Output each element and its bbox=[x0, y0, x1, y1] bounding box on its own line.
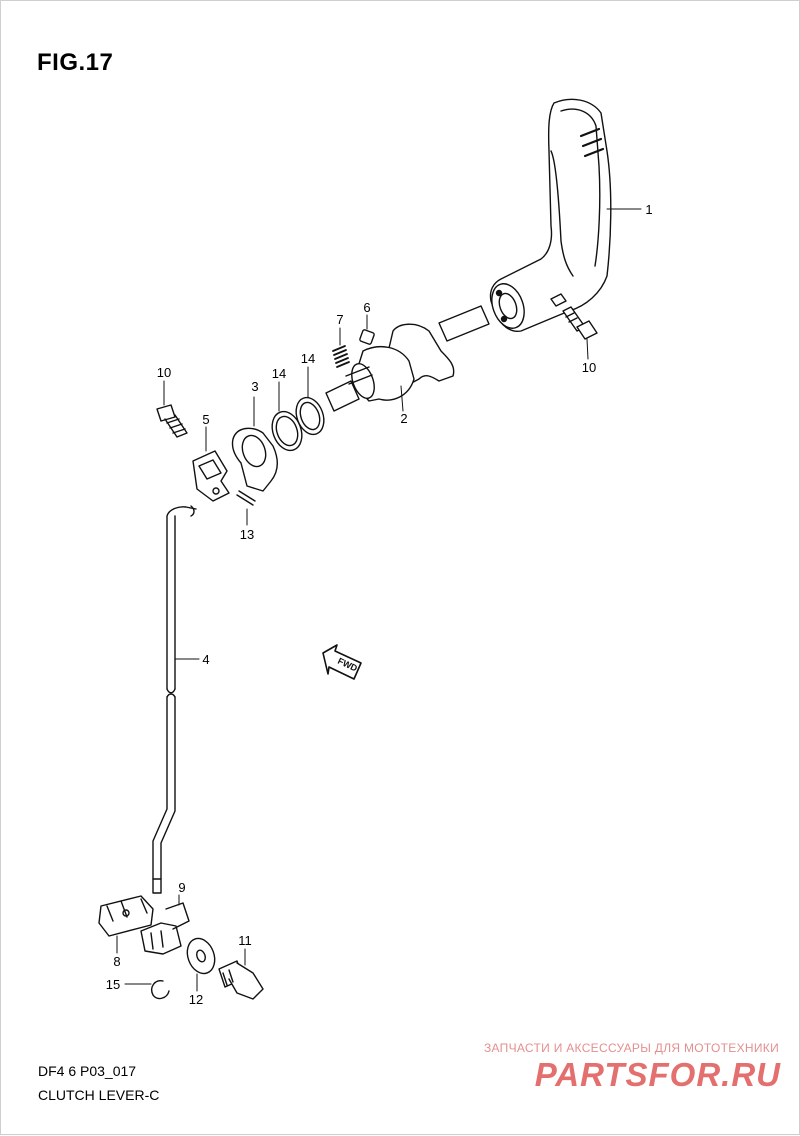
callout-1: 1 bbox=[645, 202, 652, 217]
callout-6: 6 bbox=[363, 300, 370, 315]
callout-14-right: 14 bbox=[301, 351, 315, 366]
callout-2: 2 bbox=[400, 411, 407, 426]
diagram-name: CLUTCH LEVER-C bbox=[38, 1087, 160, 1103]
part-clip[interactable] bbox=[236, 490, 256, 506]
part-clutch-rod[interactable] bbox=[152, 505, 197, 894]
callout-11: 11 bbox=[238, 933, 252, 948]
part-e-ring[interactable] bbox=[151, 980, 170, 1000]
callout-3: 3 bbox=[251, 379, 258, 394]
part-bolt-left[interactable] bbox=[156, 404, 188, 438]
callout-9: 9 bbox=[178, 880, 185, 895]
callout-8: 8 bbox=[113, 954, 120, 969]
callout-4: 4 bbox=[202, 652, 209, 667]
diagram-code: DF4 6 P03_017 bbox=[38, 1063, 137, 1079]
part-bolt-bottom[interactable] bbox=[218, 960, 264, 1000]
part-clamp[interactable] bbox=[140, 902, 190, 955]
callout-14-left: 14 bbox=[272, 366, 286, 381]
callout-5: 5 bbox=[202, 412, 209, 427]
part-spring[interactable] bbox=[332, 345, 350, 368]
fwd-arrow: FWD bbox=[322, 644, 362, 680]
part-o-ring[interactable] bbox=[267, 394, 329, 455]
part-bolt-right[interactable] bbox=[562, 306, 598, 340]
figure-title: FIG.17 bbox=[37, 49, 114, 76]
callout-7: 7 bbox=[336, 312, 343, 327]
callout-labels: 1 2 3 4 5 6 7 8 9 10 10 11 12 13 14 14 1… bbox=[106, 202, 653, 1007]
part-shaft[interactable] bbox=[325, 305, 490, 412]
part-washer[interactable] bbox=[183, 935, 220, 978]
watermark-brand[interactable]: PARTSFOR.RU bbox=[534, 1056, 781, 1093]
callout-10-left: 10 bbox=[157, 365, 171, 380]
callout-13: 13 bbox=[240, 527, 254, 542]
part-plate[interactable] bbox=[98, 895, 154, 937]
part-pin[interactable] bbox=[359, 329, 375, 345]
callout-10-right: 10 bbox=[582, 360, 596, 375]
leader-lines bbox=[116, 208, 642, 992]
callout-15: 15 bbox=[106, 977, 120, 992]
part-clutch-lever-handle[interactable] bbox=[486, 98, 612, 333]
part-plate-washer[interactable] bbox=[231, 427, 278, 492]
callout-12: 12 bbox=[189, 992, 203, 1007]
watermark-tagline: ЗАПЧАСТИ И АКСЕССУАРЫ ДЛЯ МОТОТЕХНИКИ bbox=[483, 1041, 779, 1055]
part-bracket[interactable] bbox=[192, 450, 230, 502]
